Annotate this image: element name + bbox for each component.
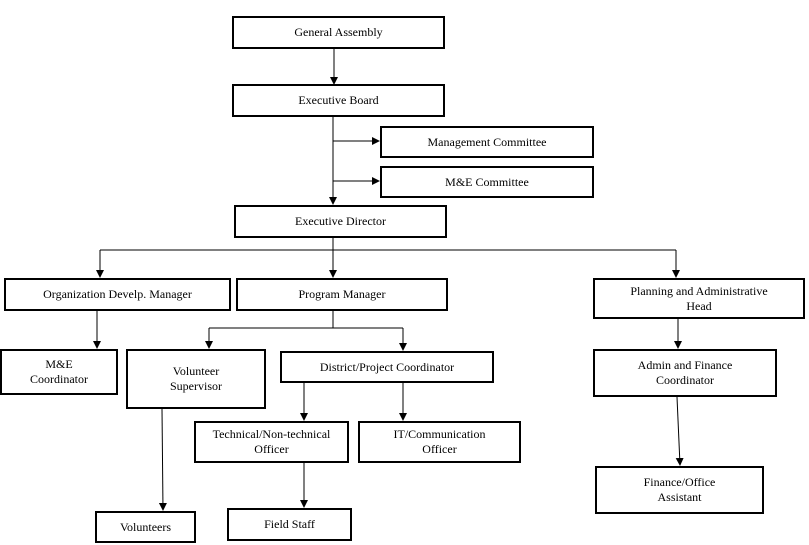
node-finance-office-assistant: Finance/Office Assistant [595,466,764,514]
node-general-assembly: General Assembly [232,16,445,49]
node-me-coordinator-label: M&E Coordinator [30,357,88,386]
node-technical-officer-label: Technical/Non-technical Officer [212,427,331,456]
node-it-communication-officer: IT/Communication Officer [358,421,521,463]
node-executive-board: Executive Board [232,84,445,117]
node-field-staff-label: Field Staff [264,517,315,531]
node-program-manager-label: Program Manager [298,287,386,301]
node-me-coordinator: M&E Coordinator [0,349,118,395]
node-district-project-coordinator-label: District/Project Coordinator [319,359,455,374]
node-field-staff: Field Staff [227,508,352,541]
node-volunteers: Volunteers [95,511,196,543]
node-finance-office-assistant-label: Finance/Office Assistant [643,475,716,504]
node-admin-finance-coordinator-label: Admin and Finance Coordinator [637,358,733,387]
node-executive-director: Executive Director [234,205,447,238]
node-me-committee: M&E Committee [380,166,594,198]
node-admin-finance-coordinator: Admin and Finance Coordinator [593,349,777,397]
node-planning-admin-head-label: Planning and Administrative Head [630,283,768,313]
connector-supervisor-to-volunteers [158,408,167,511]
node-management-committee-label: Management Committee [427,134,547,149]
node-volunteer-supervisor: Volunteer Supervisor [126,349,266,409]
node-executive-board-label: Executive Board [298,93,379,107]
node-planning-admin-head: Planning and Administrative Head [593,278,805,319]
connector-admin-finance-to-assistant [675,396,684,466]
node-me-committee-label: M&E Committee [445,174,529,189]
node-program-manager: Program Manager [236,278,448,311]
node-volunteer-supervisor-label: Volunteer Supervisor [170,364,222,393]
node-volunteers-label: Volunteers [119,519,172,534]
node-management-committee: Management Committee [380,126,594,158]
node-org-development-manager: Organization Develp. Manager [4,278,231,311]
node-executive-director-label: Executive Director [295,214,386,228]
node-general-assembly-label: General Assembly [294,25,383,39]
node-technical-officer: Technical/Non-technical Officer [194,421,349,463]
node-district-project-coordinator: District/Project Coordinator [280,351,494,383]
node-it-communication-officer-label: IT/Communication Officer [393,427,486,456]
node-org-development-manager-label: Organization Develp. Manager [43,287,192,301]
